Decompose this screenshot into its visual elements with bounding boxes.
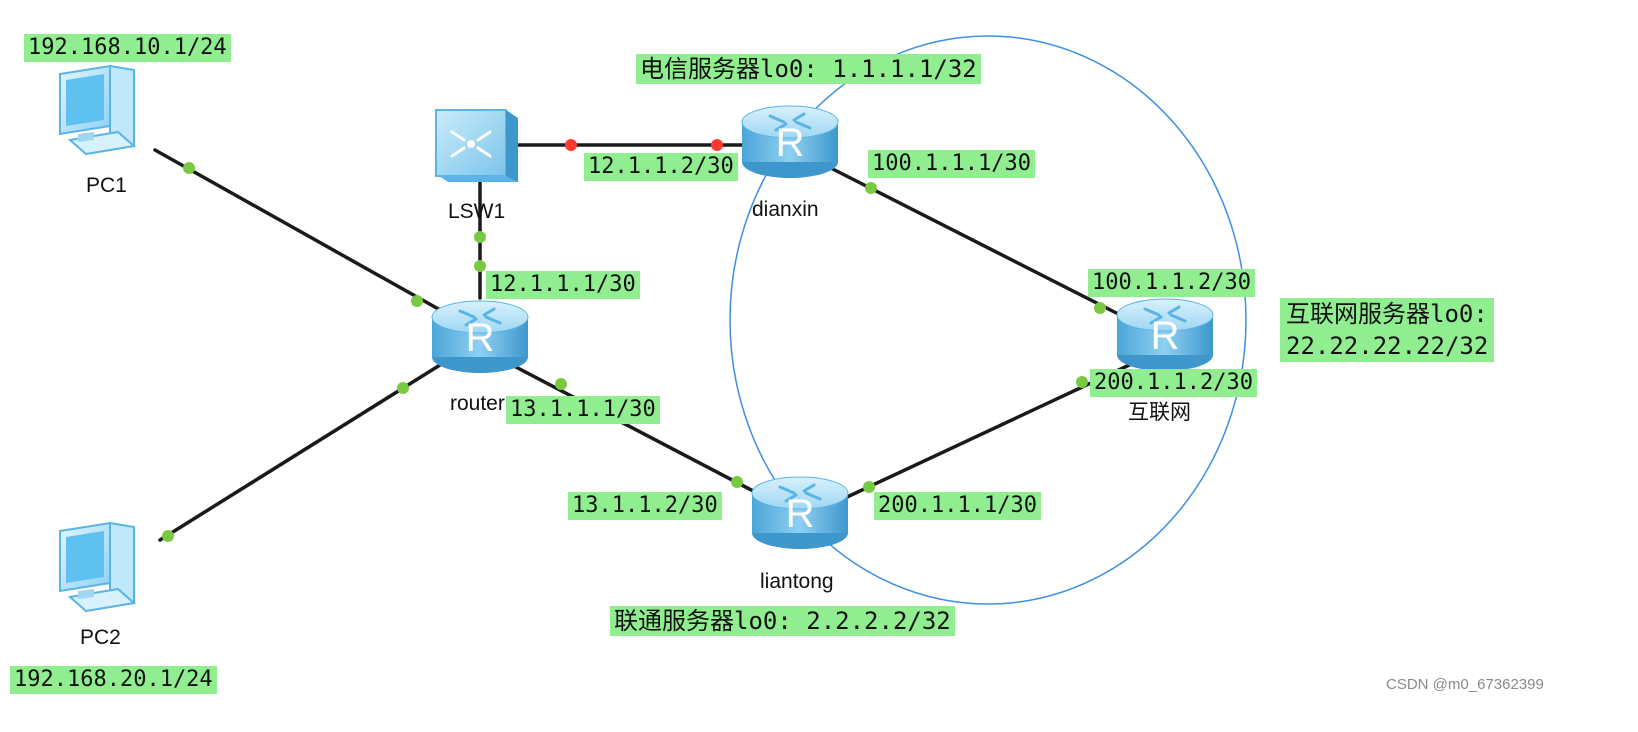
lsw1-switch-icon[interactable] <box>435 109 518 182</box>
lsw1-dianxin-ip-label: 12.1.1.2/30 <box>584 153 738 181</box>
dianxin-internet-ip-label: 100.1.1.1/30 <box>868 150 1035 178</box>
internet-label: 互联网 <box>1128 401 1191 424</box>
internet-router-icon[interactable] <box>1115 297 1215 373</box>
pc2-ip-label: 192.168.20.1/24 <box>10 666 217 694</box>
pc2-label: PC2 <box>80 626 121 649</box>
port-dot-lsw1-right <box>565 139 577 151</box>
dianxin-label: dianxin <box>752 198 819 221</box>
port-dot-router-pc2 <box>397 382 409 394</box>
link-dianxin-internet <box>813 158 1142 327</box>
port-dot-internet-top <box>1094 302 1106 314</box>
liantong-loopback-label: 联通服务器lo0: 2.2.2.2/32 <box>610 606 955 636</box>
port-dot-pc1 <box>183 162 195 174</box>
pc1-ip-label: 192.168.10.1/24 <box>24 34 231 62</box>
csdn-watermark: CSDN @m0_67362399 <box>1386 676 1544 693</box>
lsw1-label: LSW1 <box>448 200 506 223</box>
router-icon[interactable] <box>430 299 530 375</box>
router-label: router <box>450 392 505 415</box>
links <box>153 143 1142 542</box>
port-dots <box>162 139 1106 542</box>
port-dot-router-liantong <box>555 378 567 390</box>
port-dot-router-pc1 <box>411 295 423 307</box>
internet-loopback-label: 互联网服务器lo0: 22.22.22.22/32 <box>1280 298 1495 362</box>
port-dot-internet-bottom <box>1076 376 1088 388</box>
router-lsw1-ip-label: 12.1.1.1/30 <box>486 271 640 299</box>
liantong-internet-ip-label: 200.1.1.1/30 <box>874 492 1041 520</box>
router-liantong-ip-label: 13.1.1.1/30 <box>506 396 660 424</box>
internet-loopback-title: 互联网服务器lo0: <box>1286 300 1488 328</box>
internet-liantong-ip-label: 200.1.1.2/30 <box>1090 369 1257 397</box>
port-dot-dianxin-left <box>711 139 723 151</box>
port-dot-pc2 <box>162 530 174 542</box>
port-dot-lsw1-down <box>474 231 486 243</box>
internet-dianxin-ip-label: 100.1.1.2/30 <box>1088 269 1255 297</box>
dianxin-router-icon[interactable] <box>740 104 840 180</box>
link-liantong-internet <box>828 358 1142 507</box>
liantong-router-icon[interactable] <box>750 475 850 551</box>
link-pc1-router <box>153 148 460 322</box>
internet-loopback-ip: 22.22.22.22/32 <box>1286 332 1489 360</box>
port-dot-liantong-right <box>863 481 875 493</box>
pc1-computer-icon[interactable] <box>59 65 135 155</box>
port-dot-liantong-left <box>731 476 743 488</box>
port-dot-router-up <box>474 260 486 272</box>
internet-cloud-outline <box>729 35 1247 605</box>
dianxin-loopback-label: 电信服务器lo0: 1.1.1.1/32 <box>636 54 981 84</box>
liantong-label: liantong <box>760 570 834 593</box>
pc2-computer-icon[interactable] <box>59 522 135 612</box>
liantong-router-ip-label: 13.1.1.2/30 <box>568 492 722 520</box>
pc1-label: PC1 <box>86 174 127 197</box>
port-dot-dianxin-right <box>865 182 877 194</box>
